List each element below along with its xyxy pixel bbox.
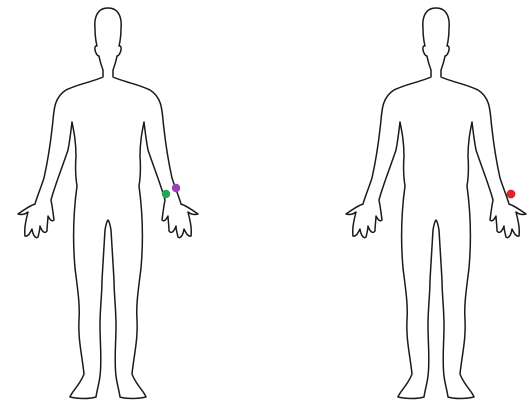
red-marker bbox=[507, 190, 516, 199]
left-body-figure bbox=[18, 8, 198, 399]
green-marker bbox=[162, 190, 170, 198]
right-body-outline bbox=[346, 8, 526, 399]
right-figure-markers bbox=[507, 190, 516, 199]
right-body-figure bbox=[346, 8, 526, 399]
left-body-outline bbox=[18, 8, 198, 399]
purple-marker bbox=[172, 184, 180, 192]
